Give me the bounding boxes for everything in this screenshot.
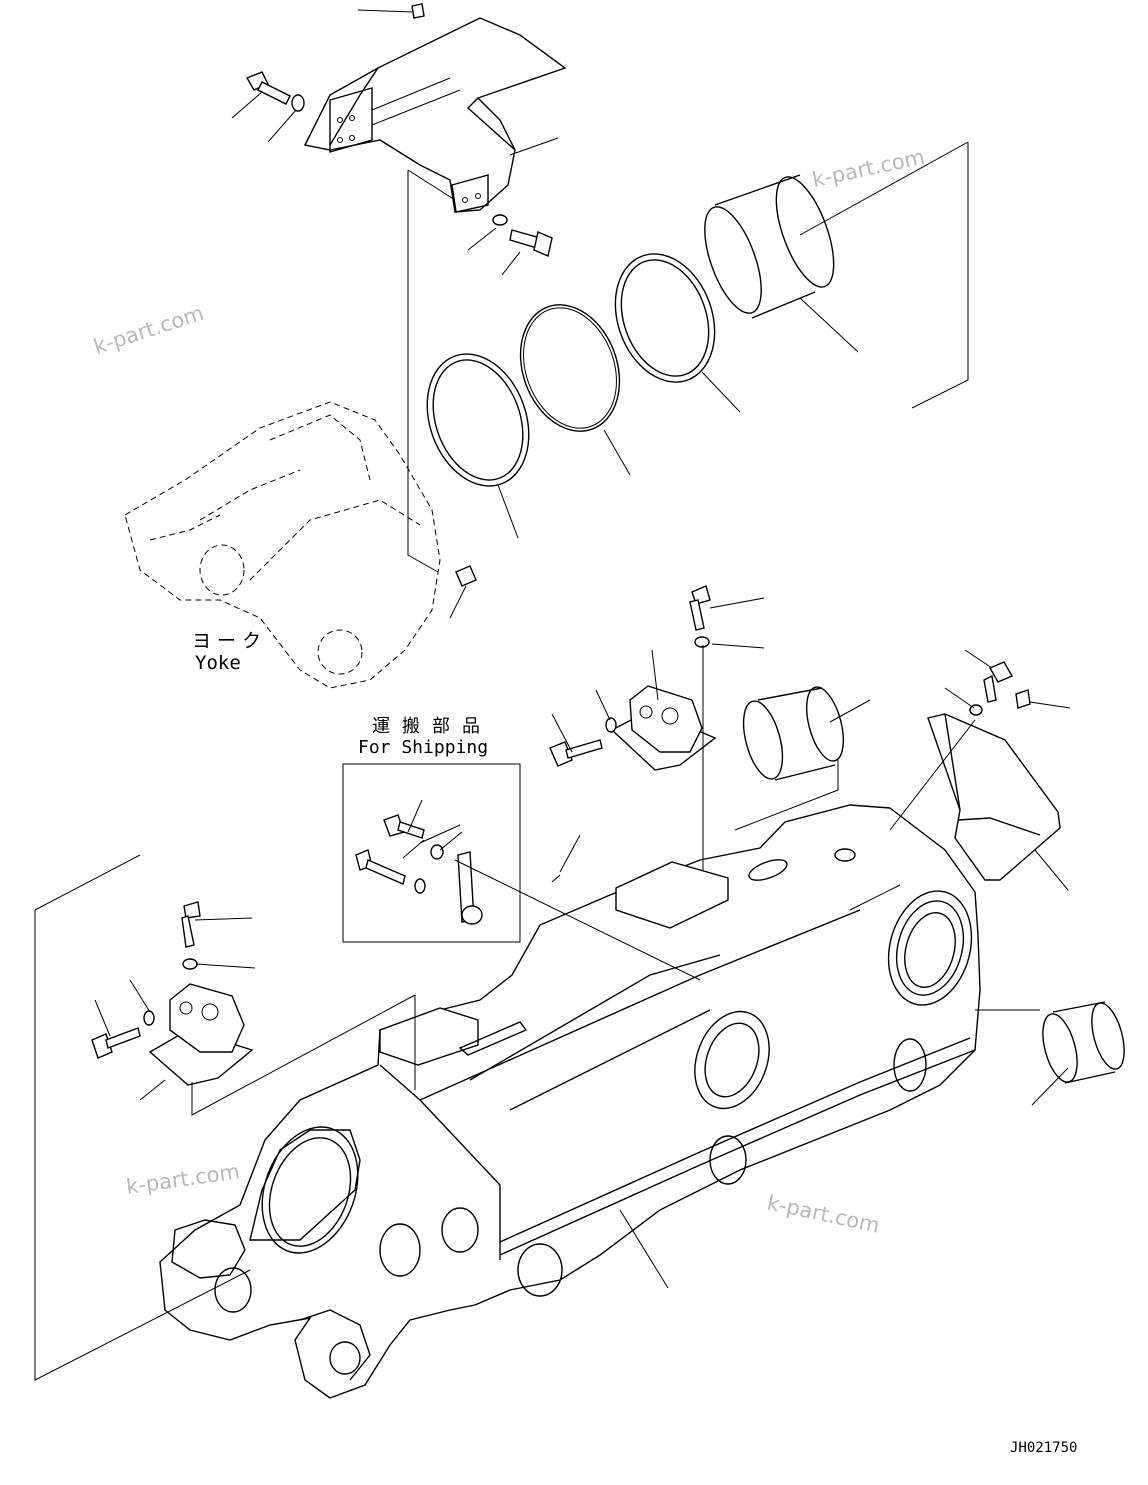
- reference-lines-lower: [34, 645, 1040, 1381]
- yoke-label-jp: ヨーク: [192, 630, 268, 652]
- shipping-label-jp: 運搬部品: [372, 716, 492, 737]
- seal-ring-2: [614, 253, 716, 383]
- bolt-top-left: [245, 71, 291, 105]
- bushing-mid: [742, 686, 845, 781]
- bolt-top-right: [492, 214, 553, 257]
- yoke-outline: [124, 401, 441, 689]
- drawing-id: JH021750: [1010, 1440, 1078, 1456]
- bolt-yoke: [455, 565, 477, 587]
- yoke-label-en: Yoke: [195, 652, 241, 674]
- mount-block-upper: [549, 585, 717, 771]
- snap-ring: [519, 304, 621, 432]
- seal-ring-1: [426, 353, 530, 487]
- reference-lines: [407, 141, 969, 573]
- nut-top: [411, 3, 425, 19]
- leader-lines-lower: [94, 597, 1071, 1289]
- track-frame: [159, 804, 981, 1399]
- side-cover: [927, 661, 1061, 881]
- bushing-large: [704, 174, 835, 319]
- bushing-small: [1042, 1001, 1125, 1084]
- top-cover: [303, 17, 567, 213]
- mount-block-lower: [91, 901, 254, 1086]
- shipping-label-en: For Shipping: [358, 737, 489, 758]
- leader-lines-upper: [231, 9, 859, 619]
- washer-top-left: [291, 94, 305, 112]
- shipping-box: [342, 763, 521, 943]
